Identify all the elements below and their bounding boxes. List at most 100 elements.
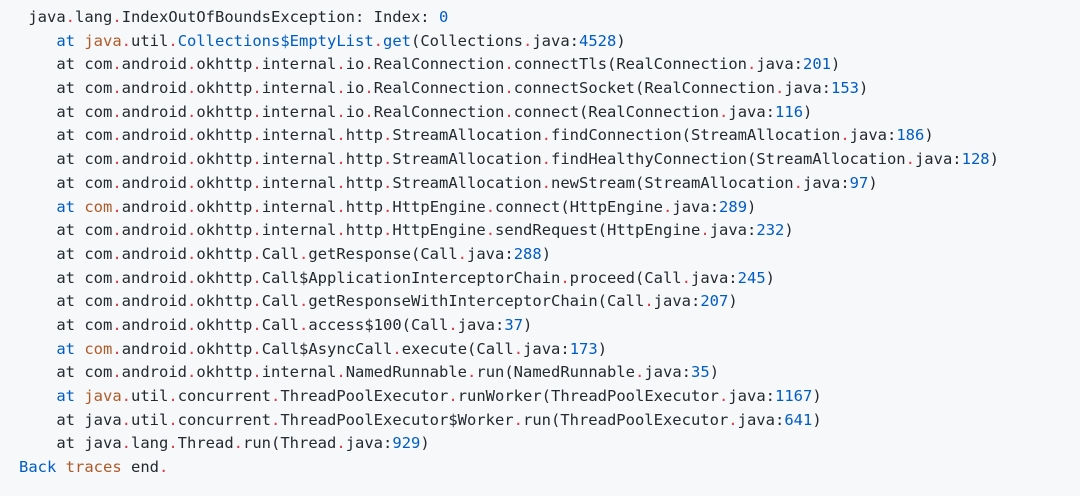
code-token: . — [513, 339, 524, 358]
code-token: Call — [261, 292, 300, 311]
code-token: . — [905, 150, 915, 169]
code-token: android — [121, 173, 187, 192]
code-token: java: — [784, 79, 832, 98]
code-token: . — [187, 150, 197, 169]
code-token: java — [19, 8, 66, 26]
code-token: . — [560, 268, 570, 287]
code-token: . — [187, 55, 197, 74]
code-token: android — [121, 221, 187, 240]
code-token: connectTls(RealConnection — [513, 55, 747, 74]
code-token: util — [131, 410, 169, 429]
code-token: android — [121, 244, 187, 263]
code-token: . — [252, 102, 262, 121]
code-token: . — [336, 221, 346, 240]
code-token: internal — [261, 55, 337, 74]
code-token: . — [187, 102, 197, 121]
code-token: ) — [709, 363, 720, 382]
code-token: 186 — [896, 126, 925, 145]
code-token: StreamAllocation — [392, 150, 542, 169]
code-token: com — [84, 339, 113, 358]
code-token: . — [187, 339, 197, 358]
code-token: okhttp — [196, 102, 253, 121]
code-token: . — [681, 268, 691, 287]
code-token: . — [187, 197, 197, 216]
code-token: . — [112, 221, 122, 240]
code-token: . — [252, 197, 262, 216]
code-token: traces — [65, 458, 122, 477]
code-token — [19, 32, 56, 50]
code-token: . — [187, 268, 197, 287]
code-token: . — [635, 363, 645, 382]
code-token: ) — [868, 173, 878, 192]
code-token: . — [364, 102, 374, 121]
code-token: http — [345, 126, 384, 145]
code-token: . — [271, 387, 281, 405]
code-token: 929 — [392, 434, 421, 453]
code-token: StreamAllocation — [392, 126, 542, 145]
code-line: at com.android.okhttp.internal.http.Stre… — [19, 124, 1080, 148]
code-token: java: — [849, 126, 897, 145]
code-token: . — [336, 173, 346, 192]
code-token: . — [700, 221, 710, 240]
code-token: . — [187, 126, 197, 145]
code-token: . — [457, 244, 468, 263]
code-token: . — [252, 150, 262, 169]
code-token: . — [663, 197, 673, 216]
code-token: . — [336, 126, 346, 145]
code-token: java: — [803, 173, 850, 192]
code-token: . — [121, 410, 131, 429]
code-token: connect(HttpEngine — [495, 197, 664, 216]
code-token: . — [112, 173, 122, 192]
code-token: . — [719, 102, 729, 121]
code-token: ) — [812, 387, 822, 405]
code-token: . — [187, 173, 197, 192]
code-token: at com — [19, 79, 113, 98]
code-token: internal — [261, 150, 337, 169]
code-token: . — [383, 150, 393, 169]
code-token: . — [541, 150, 552, 169]
code-token: getResponse(Call — [308, 244, 458, 263]
code-token: at java — [19, 434, 122, 453]
code-token: . — [187, 244, 197, 263]
code-line: at com.android.okhttp.internal.http.Stre… — [19, 148, 1080, 172]
code-token: android — [121, 102, 187, 121]
code-token: java: — [532, 31, 579, 50]
code-token: connect(RealConnection — [513, 102, 720, 121]
code-token: 641 — [784, 410, 813, 429]
code-token: connectSocket(RealConnection — [513, 79, 775, 98]
code-token: 288 — [513, 244, 542, 263]
code-token: java: — [728, 387, 775, 405]
code-token: . — [775, 79, 785, 98]
code-token: . — [252, 292, 262, 311]
code-token: lang — [131, 434, 169, 453]
code-token: . — [644, 292, 654, 311]
code-token: proceed(Call — [569, 268, 682, 287]
code-line: at com.android.okhttp.internal.http.Http… — [19, 219, 1080, 243]
code-token: at — [56, 197, 75, 216]
code-line: at java.util.concurrent.ThreadPoolExecut… — [19, 409, 1080, 433]
code-token: . — [840, 126, 850, 145]
code-token: android — [121, 268, 187, 287]
code-token: . — [252, 339, 262, 358]
code-token: getResponseWithInterceptorChain(Call — [308, 292, 645, 311]
code-token: . — [504, 79, 514, 98]
code-token: okhttp — [196, 244, 253, 263]
code-token: io — [345, 55, 365, 74]
code-token: http — [345, 150, 384, 169]
code-token: . — [252, 221, 262, 240]
code-token: okhttp — [196, 339, 253, 358]
code-token: at — [56, 387, 75, 405]
code-token: . — [65, 8, 76, 26]
code-token: . — [187, 221, 197, 240]
code-token: . — [336, 150, 346, 169]
code-token — [75, 198, 84, 216]
code-token: ) — [420, 434, 430, 453]
code-token: okhttp — [196, 173, 253, 192]
code-line: at java.lang.Thread.run(Thread.java:929) — [19, 432, 1080, 456]
code-token: at com — [19, 221, 113, 240]
code-token: . — [718, 387, 729, 405]
code-token: android — [121, 315, 187, 334]
code-token: android — [121, 55, 187, 74]
code-token: concurrent — [177, 410, 271, 429]
code-token: IndexOutOfBoundsException: Index: — [121, 8, 439, 26]
